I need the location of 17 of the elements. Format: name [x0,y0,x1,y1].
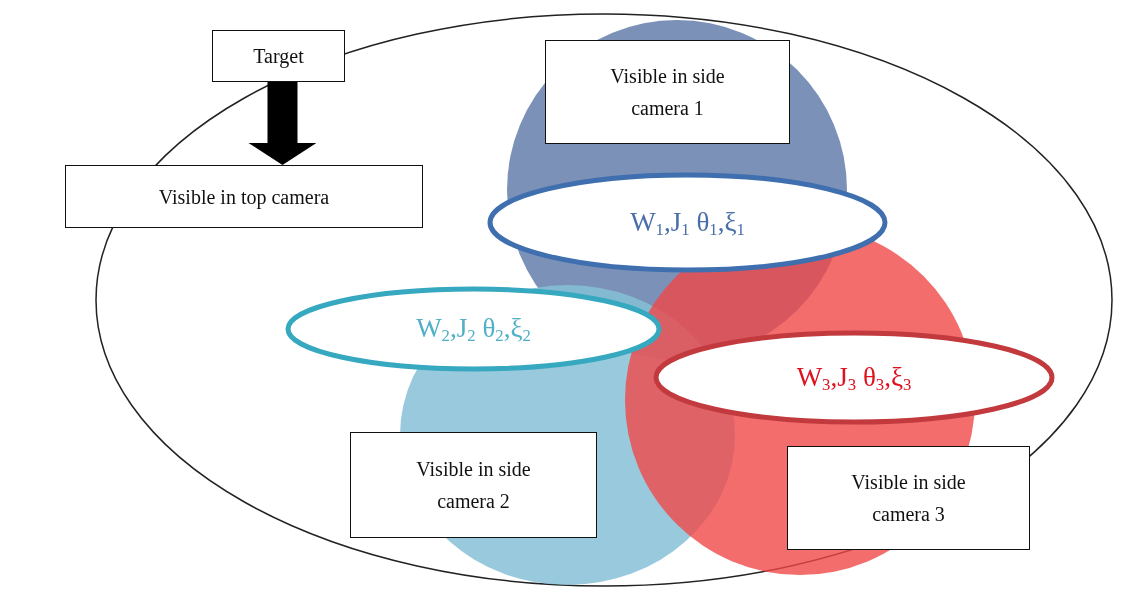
text-box [65,165,423,228]
parameter-ellipse [653,330,1055,425]
box-label: Visible in side camera 2 [415,457,532,514]
text-box [545,40,790,144]
box-label: Target [253,44,304,70]
parameter-label: W$_{1}$,J$_{1}$ θ$_{1}$,ξ$_{1}$ [630,205,745,242]
box-label: Visible in side camera 1 [609,64,726,121]
parameter-label: W$_{3}$,J$_{3}$ θ$_{3}$,ξ$_{3}$ [796,360,912,397]
text-box [787,446,1030,550]
box-label: Visible in side camera 3 [850,470,967,527]
text-box [350,432,597,538]
block-arrow [248,82,317,165]
parameter-ellipse [285,286,662,372]
text-box [212,30,345,82]
box-label: Visible in top camera [158,184,330,211]
parameter-label: W$_{2}$,J$_{2}$ θ$_{2}$,ξ$_{2}$ [416,312,531,348]
parameter-ellipse [487,172,888,273]
